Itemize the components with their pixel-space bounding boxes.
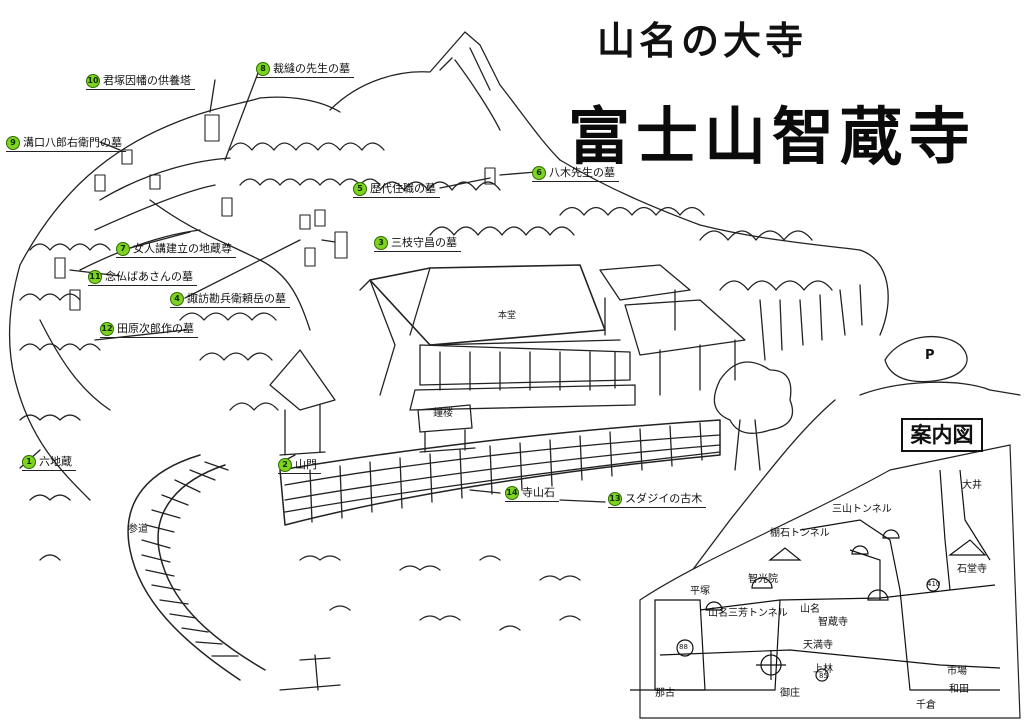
place-label-hondo: 本堂 <box>498 311 517 321</box>
sanmon-gate <box>269 349 336 456</box>
approach-path <box>127 454 266 681</box>
legend-number-badge: 11 <box>88 270 102 284</box>
legend-label: 女人講建立の地蔵尊 <box>133 242 232 255</box>
inset-label-hayashi: 上林 <box>813 664 833 675</box>
legend-number-badge: 8 <box>256 62 270 76</box>
map-subtitle: 山名の大寺 <box>597 18 808 63</box>
inset-label-ishidoji: 石堂寺 <box>957 564 987 575</box>
inset-label-yamana-sanpou-tunnel: 山名三芳トンネル <box>708 608 788 619</box>
inset-label-route: 88 <box>679 643 688 651</box>
inset-label-wada: 和田 <box>949 684 969 695</box>
legend-number-badge: 1 <box>22 455 36 469</box>
legend-label: 八木先生の墓 <box>549 166 615 179</box>
sudajii-old-tree <box>713 361 794 471</box>
legend-label: スダジイの古木 <box>625 492 703 505</box>
inset-label-misaki: 御庄 <box>780 688 800 699</box>
inset-label-tenmanji: 天満寺 <box>803 640 833 651</box>
legend-label: 田原次郎作の墓 <box>117 322 194 335</box>
legend-number-badge: 3 <box>374 236 388 250</box>
legend-label: 六地蔵 <box>39 455 72 468</box>
inset-label-hiratsuka: 平塚 <box>690 586 710 597</box>
legend-label: 歴代住職の墓 <box>370 182 436 195</box>
legend-number-badge: 9 <box>6 136 20 150</box>
legend-label: 裁縫の先生の墓 <box>273 62 350 75</box>
legend-number-badge: 14 <box>505 486 519 500</box>
place-label-shoro: 鐘楼 <box>433 408 453 419</box>
inset-label-route2: 85 <box>819 672 828 680</box>
inset-label-miyama-tunnel: 三山トンネル <box>832 504 892 515</box>
legend-number-badge: 12 <box>100 322 114 336</box>
legend-number-badge: 4 <box>170 292 184 306</box>
legend-label: 諏訪勘兵衛頼岳の墓 <box>187 292 286 305</box>
map-title: 富士山智蔵寺 <box>568 100 977 173</box>
legend-label: 山門 <box>295 458 317 471</box>
inset-label-chikurin: 智光院 <box>748 574 778 585</box>
grave-terraces <box>79 157 231 271</box>
legend-label: 三枝守昌の墓 <box>391 236 457 249</box>
inset-label-nagasa: 那古 <box>655 688 675 699</box>
inset-label-chizoji: 智蔵寺 <box>818 617 848 628</box>
inset-label-oi: 大井 <box>962 480 982 491</box>
inset-map <box>630 444 1021 719</box>
hill-outline <box>19 96 341 266</box>
inset-map-title: 案内図 <box>901 418 983 452</box>
legend-label: 念仏ばあさんの墓 <box>105 270 193 283</box>
inset-label-ichiba: 市場 <box>947 666 967 677</box>
legend-label: 寺山石 <box>522 486 555 499</box>
main-hall-building <box>359 264 636 411</box>
inset-label-tanaishi-tunnel: 棚石トンネル <box>770 528 830 539</box>
legend-number-badge: 7 <box>116 242 130 256</box>
legend-number-badge: 2 <box>278 458 292 472</box>
inset-label-yamana: 山名 <box>800 604 820 615</box>
legend-number-badge: 5 <box>353 182 367 196</box>
legend-number-badge: 10 <box>86 74 100 88</box>
legend-label: 溝口八郎右衛門の墓 <box>23 136 122 149</box>
legend-label: 君塚因幡の供養塔 <box>103 74 191 87</box>
inset-label-route3: 410 <box>927 580 941 588</box>
place-label-sando: 参道 <box>128 524 148 535</box>
legend-number-badge: 6 <box>532 166 546 180</box>
inset-label-chikura: 千倉 <box>916 700 936 711</box>
legend-number-badge: 13 <box>608 492 622 506</box>
stone-wall <box>279 419 721 526</box>
mountain-peak <box>329 31 561 161</box>
parking-label: P <box>925 348 935 363</box>
